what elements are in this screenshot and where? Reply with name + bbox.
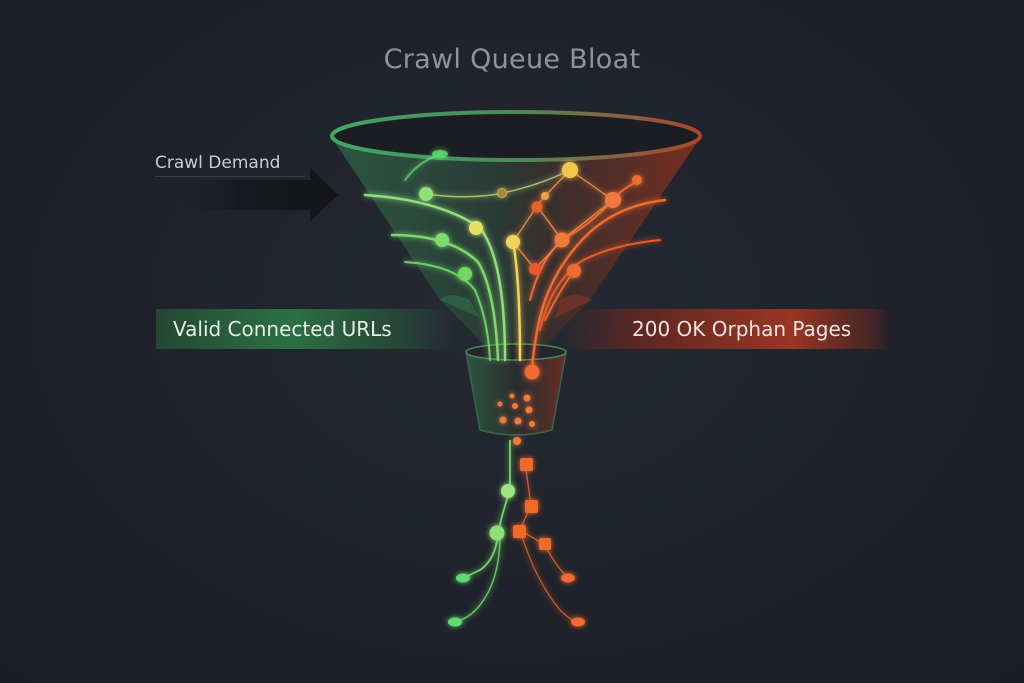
orphan-page-paths: [512, 169, 667, 372]
junction-nodes: [497, 162, 578, 249]
diagram-title: Crawl Queue Bloat: [383, 44, 641, 75]
valid-connected-urls-label: Valid Connected URLs: [156, 309, 456, 349]
orphan-pages-label: 200 OK Orphan Pages: [560, 309, 890, 349]
outflow-orange-cubes: [513, 458, 585, 627]
funnel-icon: [330, 110, 702, 436]
label-underline: [155, 176, 305, 177]
queued-url-particles: [497, 393, 535, 445]
outflow-green-nodes: [448, 484, 515, 627]
valid-url-nodes: [419, 150, 483, 281]
crawl-demand-label: Crawl Demand: [155, 153, 281, 173]
orphan-page-nodes: [524, 175, 642, 380]
arrow-right-icon: [175, 168, 338, 222]
